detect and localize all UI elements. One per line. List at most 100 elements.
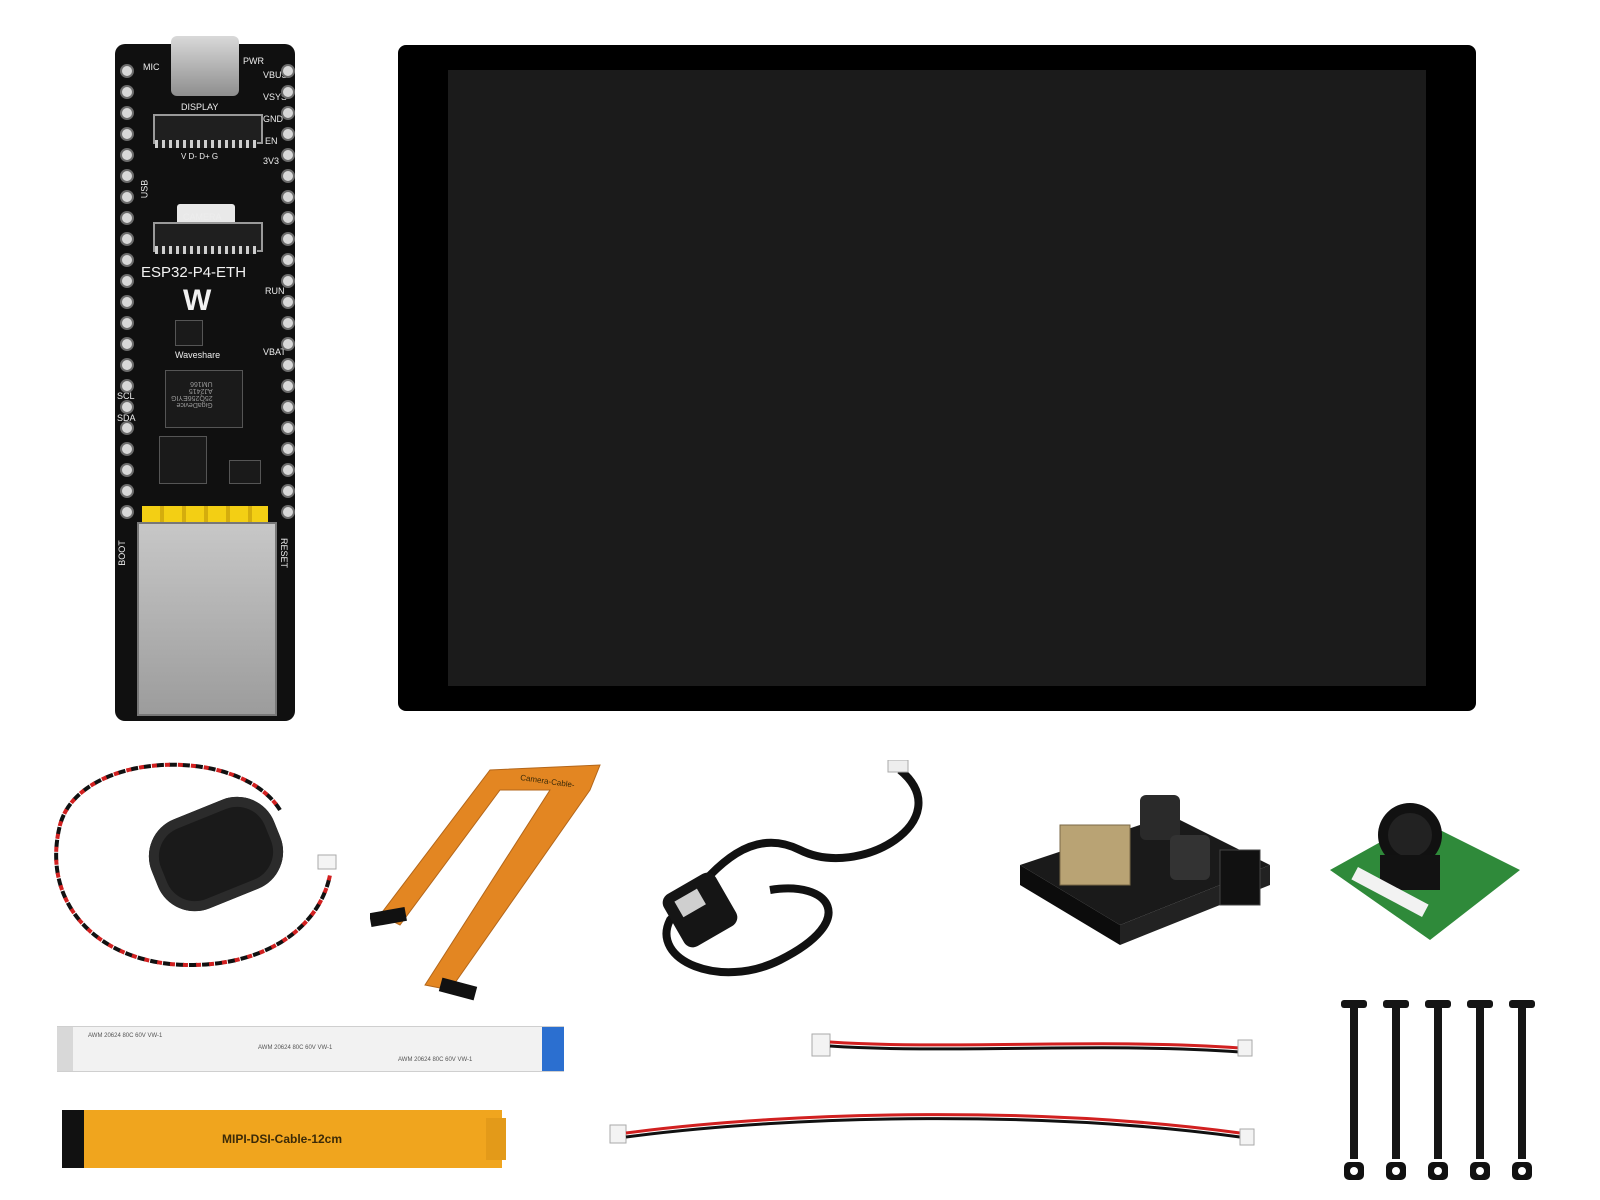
usb-adapter-cable [662, 760, 923, 977]
pin-hole [281, 127, 295, 141]
display-connector-pins [155, 140, 257, 148]
pin-hole [281, 505, 295, 519]
ethernet-phy-chip [159, 436, 207, 484]
pin-hole [281, 337, 295, 351]
camera-module [1330, 803, 1520, 940]
pin-hole [120, 253, 134, 267]
mipi-cable-label: MIPI-DSI-Cable-12cm [222, 1132, 343, 1146]
pin-hole [281, 274, 295, 288]
vbat-label: VBAT [263, 347, 286, 357]
pin-hole [281, 169, 295, 183]
rj45-ethernet-jack [137, 522, 277, 716]
mipi-cable-end [62, 1110, 84, 1168]
nut [1428, 1162, 1448, 1180]
pin-hole [281, 190, 295, 204]
pin-hole [120, 505, 134, 519]
usb-pinout-label: V D- D+ G [181, 152, 219, 161]
screw [1392, 1004, 1400, 1159]
ffc-print-1: AWM 20624 80C 60V VW-1 [88, 1033, 163, 1039]
brand-name: Waveshare [175, 350, 221, 360]
pin-hole [120, 421, 134, 435]
mipi-cable-end-right [486, 1118, 506, 1160]
3v3-label: 3V3 [263, 156, 280, 166]
run-label: RUN [265, 286, 285, 296]
pin-hole [281, 211, 295, 225]
ffc-end-right [542, 1027, 564, 1071]
flash-chip-marking: GigaDevice 25Q256EYIG AJ2415 UM166 [171, 380, 213, 408]
pin-hole [120, 148, 134, 162]
display-label: DISPLAY [181, 102, 219, 112]
ffc-print-2: AWM 20624 80C 60V VW-1 [258, 1045, 333, 1051]
scl-label: SCL [117, 391, 135, 401]
screw [1476, 1004, 1484, 1159]
jst-cable-short [811, 1033, 1253, 1057]
usb-label: USB [139, 179, 150, 199]
boot-button-label: BOOT [116, 540, 127, 566]
pin-hole [120, 358, 134, 372]
white-ffc-cable: AWM 20624 80C 60V VW-1 AWM 20624 80C 60V… [57, 1026, 564, 1072]
pin-hole [120, 337, 134, 351]
touch-display-screen [398, 45, 1476, 711]
pin-hole [281, 484, 295, 498]
pin-hole [120, 316, 134, 330]
pin-hole [281, 64, 295, 78]
pin-hole [281, 148, 295, 162]
pin-hole [281, 421, 295, 435]
pwr-label: PWR [243, 56, 264, 66]
ffc-print-3: AWM 20624 80C 60V VW-1 [398, 1057, 473, 1063]
esp32-p4-eth-board: MIC PWR VBUS VSYS GND EN 3V3 RUN VBAT SC… [115, 36, 295, 721]
waveshare-logo: W [183, 284, 212, 317]
ic-chip [175, 320, 203, 346]
pin-hole [281, 442, 295, 456]
mic-label: MIC [143, 62, 160, 72]
pin-hole [281, 400, 295, 414]
camera-ribbon-cable: Camera-Cable- [370, 764, 601, 1001]
display-active-area [448, 70, 1426, 686]
pin-hole [120, 484, 134, 498]
reset-button-label: RESET [279, 537, 290, 569]
pin-hole [120, 64, 134, 78]
board-title: ESP32-P4-ETH [141, 264, 247, 281]
vbus-label: VBUS [263, 70, 288, 80]
pin-hole [120, 442, 134, 456]
pin-hole [120, 127, 134, 141]
screw [1434, 1004, 1442, 1159]
pin-hole [281, 295, 295, 309]
pin-hole [281, 358, 295, 372]
nut [1344, 1162, 1364, 1180]
pin-hole [281, 463, 295, 477]
screw [1350, 1004, 1358, 1159]
gnd-label: GND [263, 114, 283, 124]
pin-hole [120, 211, 134, 225]
pin-hole [120, 169, 134, 183]
flash-chip [165, 370, 243, 428]
pin-hole [281, 232, 295, 246]
pin-hole [120, 274, 134, 288]
pin-hole [120, 232, 134, 246]
pin-hole [120, 400, 134, 414]
ffc-end-left [57, 1027, 73, 1071]
poe-power-module [1020, 795, 1270, 945]
pin-hole [281, 316, 295, 330]
jst-cable-long [609, 1113, 1255, 1146]
usb-c-connector [171, 36, 239, 96]
pin-hole [281, 85, 295, 99]
nut [1386, 1162, 1406, 1180]
pin-hole [120, 379, 134, 393]
pin-hole [281, 253, 295, 267]
screw [1518, 1004, 1526, 1159]
vsys-label: VSYS [263, 92, 288, 102]
en-label: EN [265, 136, 278, 146]
mipi-dsi-cable: MIPI-DSI-Cable-12cm [62, 1110, 506, 1168]
pin-hole [120, 106, 134, 120]
pin-hole [120, 85, 134, 99]
small-chip [229, 460, 261, 484]
camera-label: CAMERA [183, 212, 222, 222]
pin-hole [120, 190, 134, 204]
speaker-wire [54, 762, 337, 968]
nut [1512, 1162, 1532, 1180]
pin-hole [120, 463, 134, 477]
pin-hole [120, 295, 134, 309]
nut [1470, 1162, 1490, 1180]
pin-hole [281, 106, 295, 120]
